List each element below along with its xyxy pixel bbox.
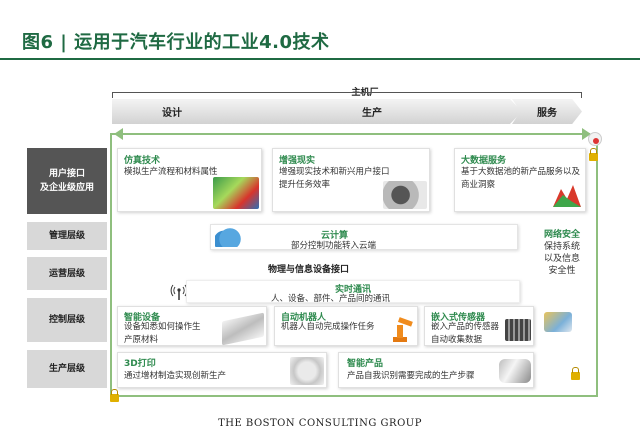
phase-production: 生产 [222, 99, 522, 124]
card-augmented-reality: 增强现实 增强现实技术和新兴用户接口提升任务效率 [272, 148, 430, 212]
card-title: 大数据服务 [461, 156, 507, 166]
title-divider [0, 58, 640, 60]
equipment-image [222, 312, 264, 346]
card-3d-printing: 3D打印 通过增材制造实现创新生产 [117, 352, 327, 388]
phase-design: 设计 [112, 99, 232, 124]
card-simulation: 仿真技术 模拟生产流程和材料属性 [117, 148, 262, 212]
realtime-comms-band: 实时通讯 人、设备、部件、产品间的通讯 [186, 280, 520, 304]
cloud-computing-band: 云计算 部分控制功能转入云端 [210, 224, 518, 251]
3d-print-image [290, 357, 324, 385]
footer-brand: THE BOSTON CONSULTING GROUP [218, 418, 422, 429]
lock-icon [571, 367, 580, 380]
cloud-title: 云计算 [321, 231, 349, 241]
lifecycle-loop-bottom [110, 395, 598, 397]
card-title: 仿真技术 [124, 156, 161, 166]
loop-arrow-right-icon [582, 128, 591, 140]
lifecycle-loop-right [596, 145, 598, 395]
row-label-control: 控制层级 [27, 298, 107, 342]
realtime-text: 人、设备、部件、产品间的通讯 [271, 294, 391, 304]
cloud-icon [215, 227, 245, 247]
card-text: 设备知悉如何操作生产原材料 [124, 322, 201, 345]
physical-cyber-interface-label: 物理与信息设备接口 [268, 265, 350, 275]
ar-glasses-image [383, 181, 427, 209]
lifecycle-loop-left [110, 133, 112, 395]
card-smart-equipment: 智能设备 设备知悉如何操作生产原材料 [117, 306, 267, 346]
network-security-image [544, 312, 572, 332]
network-security-title: 网络安全 [543, 230, 580, 240]
card-smart-products: 智能产品 产品自我识别需要完成的生产步骤 [338, 352, 534, 388]
row-label-text: 用户接口 及企业级应用 [39, 169, 94, 193]
card-text: 模拟生产流程和材料属性 [124, 167, 218, 177]
robot-arm-image [393, 317, 413, 342]
card-title: 智能产品 [347, 359, 384, 369]
lock-icon [589, 148, 598, 161]
row-label-user-interface: 用户接口 及企业级应用 [27, 148, 107, 214]
lifecycle-loop-top [112, 133, 590, 141]
lock-icon [110, 389, 119, 402]
card-big-data: 大数据服务 基于大数据池的新产品服务以及商业洞察 [454, 148, 586, 212]
row-label-management: 管理层级 [27, 222, 107, 250]
card-robots: 自动机器人 机器人自动完成操作任务 [274, 306, 418, 346]
network-security-text: 保持系统以及信息安全性 [543, 242, 580, 276]
network-security: 网络安全 保持系统以及信息安全性 [540, 229, 584, 277]
card-text: 嵌入产品的传感器自动收集数据 [431, 322, 500, 345]
plant-bracket [112, 92, 582, 98]
data-chart-image [553, 185, 581, 207]
cloud-text: 部分控制功能转入云端 [291, 241, 377, 251]
card-title: 嵌入式传感器 [431, 313, 486, 323]
card-title: 增强现实 [279, 156, 316, 166]
plant-label: 主机厂 [351, 88, 379, 98]
card-text: 产品自我识别需要完成的生产步骤 [347, 371, 475, 381]
loop-arrow-left-icon [114, 128, 123, 140]
card-title: 3D打印 [124, 359, 156, 369]
card-title: 自动机器人 [281, 313, 327, 323]
realtime-title: 实时通讯 [335, 285, 372, 295]
security-shield-icon [588, 132, 602, 146]
card-text: 通过增材制造实现创新生产 [124, 371, 227, 381]
card-text: 机器人自动完成操作任务 [281, 322, 375, 332]
smart-product-image [499, 359, 531, 383]
card-embedded-sensors: 嵌入式传感器 嵌入产品的传感器自动收集数据 [424, 306, 534, 346]
row-label-operations: 运营层级 [27, 257, 107, 290]
simulation-image [213, 177, 259, 209]
sensor-chip-image [505, 319, 531, 341]
phase-service: 服务 [512, 99, 582, 124]
card-text: 增强现实技术和新兴用户接口提升任务效率 [279, 167, 390, 190]
card-text: 基于大数据池的新产品服务以及商业洞察 [461, 167, 581, 190]
figure-title: 图6 | 运用于汽车行业的工业4.0技术 [22, 32, 330, 53]
card-title: 智能设备 [124, 313, 161, 323]
row-label-production: 生产层级 [27, 350, 107, 388]
